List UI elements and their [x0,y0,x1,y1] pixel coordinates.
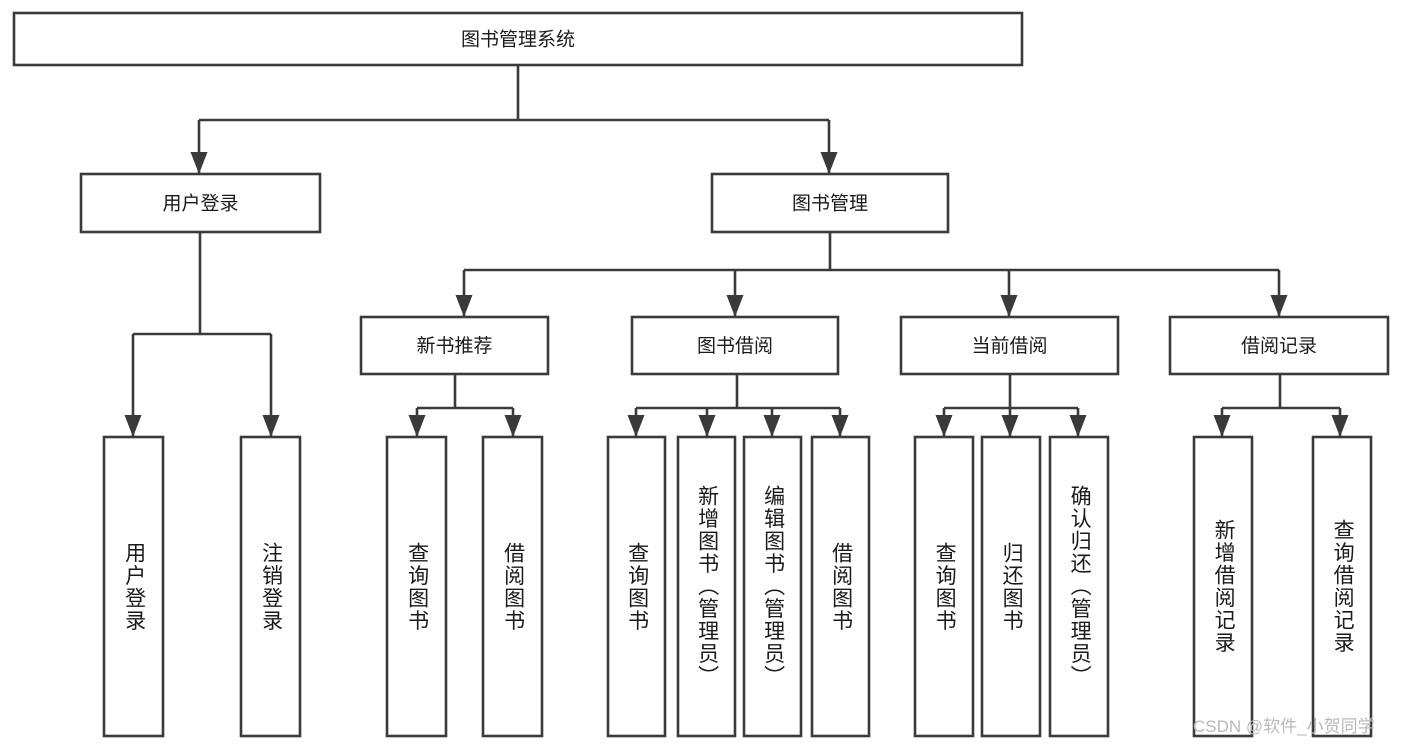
node-l3-当前借阅[interactable] [899,315,1120,376]
node-leaf-归还图书-9[interactable] [980,435,1042,738]
node-l3-借阅记录[interactable] [1168,315,1390,376]
node-leaf-确认归还管理员-10[interactable] [1048,435,1110,738]
arrow-head-current-borrow-to-leaves [1069,415,1087,437]
node-leaf-查询图书-2[interactable] [385,435,448,738]
arrow-head-new-book-to-leaves [504,415,522,437]
node-l2-用户登录-label: 用户登录 [162,193,238,215]
arrow-head-borrow-to-leaves [698,415,716,437]
node-root-图书管理系统-label: 图书管理系统 [461,29,575,51]
arrow-head-borrow-record-to-leaves [1213,415,1231,437]
node-l3-图书借阅-label: 图书借阅 [697,335,773,357]
arrow-head-user-login-to-leaves [262,415,280,437]
arrow-head-borrow-to-leaves [831,415,849,437]
arrow-head-borrow-record-to-leaves [1331,415,1349,437]
node-leaf-查询图书-8[interactable] [913,435,975,738]
node-leaf-新增借阅记录-11[interactable] [1192,435,1254,738]
arrow-head-book-manage-to-level3 [1000,295,1018,317]
arrow-head-book-manage-to-level3 [455,295,473,317]
csdn-watermark: CSDN @软件_小贺同学 [1193,717,1375,736]
node-leaf-查询借阅记录-12[interactable] [1311,435,1373,738]
node-leaf-查询图书-4[interactable] [606,435,667,738]
node-l3-新书推荐[interactable] [359,315,550,376]
arrow-head-current-borrow-to-leaves [935,415,953,437]
node-l3-图书借阅[interactable] [630,315,840,376]
node-l3-当前借阅-label: 当前借阅 [971,335,1047,357]
arrow-head-user-login-to-leaves [124,415,142,437]
arrow-head-root-to-level2 [820,152,838,174]
node-l3-新书推荐-label: 新书推荐 [416,335,492,357]
arrow-head-borrow-to-leaves [763,415,781,437]
node-leaf-新增图书管理员-5[interactable] [676,435,737,738]
node-leaf-用户登录-0[interactable] [102,435,165,738]
node-l3-借阅记录-label: 借阅记录 [1241,335,1317,357]
node-l2-用户登录[interactable] [79,172,322,234]
arrow-head-current-borrow-to-leaves [1001,415,1019,437]
arrow-head-book-manage-to-level3 [726,295,744,317]
arrow-head-new-book-to-leaves [408,415,426,437]
arrow-head-book-manage-to-level3 [1270,295,1288,317]
node-root-图书管理系统[interactable] [12,11,1024,67]
arrow-head-root-to-level2 [190,152,208,174]
arrow-head-borrow-to-leaves [627,415,645,437]
node-leaf-编辑图书管理员-6[interactable] [742,435,803,738]
node-leaf-借阅图书-3[interactable] [481,435,544,738]
node-leaf-借阅图书-7[interactable] [810,435,871,738]
node-l2-图书管理[interactable] [710,172,950,234]
node-l2-图书管理-label: 图书管理 [792,193,868,215]
node-leaf-注销登录-1[interactable] [239,435,302,738]
